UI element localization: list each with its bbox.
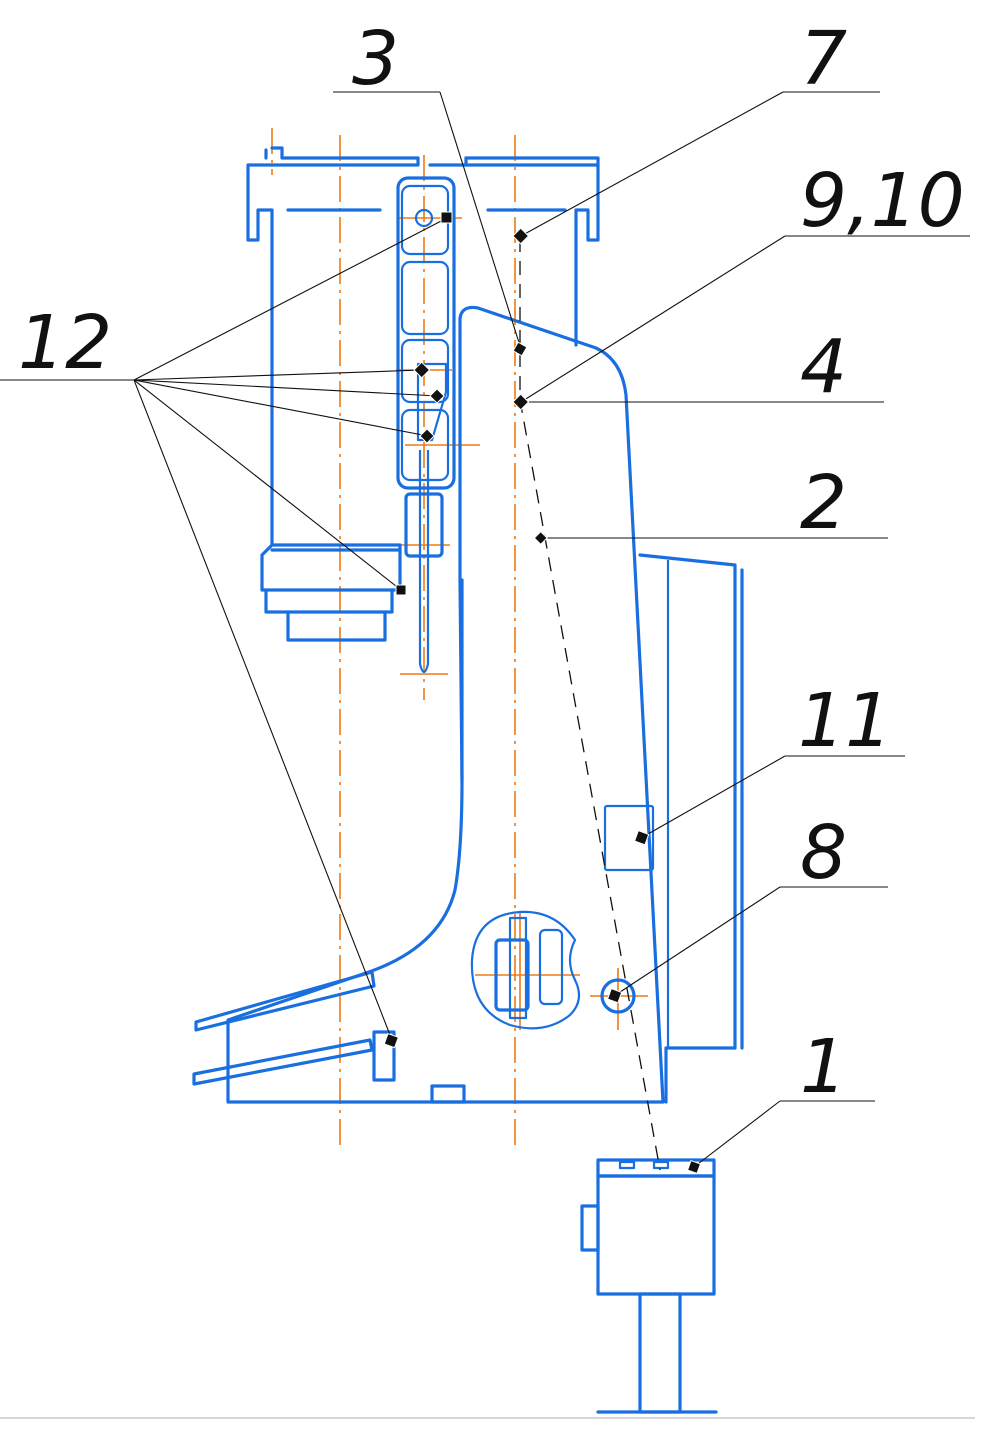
marker-11 <box>633 830 650 846</box>
marker-12e <box>395 584 407 596</box>
marker-2 <box>533 530 548 546</box>
callout-1: 1 <box>800 1024 847 1110</box>
side-panel <box>638 553 737 1104</box>
lever-column <box>396 176 456 490</box>
lower-housing <box>260 543 402 592</box>
terminal-box <box>603 804 655 872</box>
leader-lines <box>0 91 970 1168</box>
main-body <box>226 305 665 1104</box>
marker-12a <box>440 211 453 224</box>
marker-3 <box>512 341 528 357</box>
control-box <box>596 1174 716 1296</box>
gear-cutout <box>470 910 581 1030</box>
callout-4: 4 <box>800 324 847 410</box>
marker-12c <box>429 388 445 404</box>
sensor-markers <box>383 211 702 1175</box>
callout-2: 2 <box>800 460 847 546</box>
top-housing <box>246 146 420 547</box>
marker-12b <box>413 361 431 379</box>
callout-7: 7 <box>800 16 847 102</box>
marker-9-10 <box>512 393 530 411</box>
callout-12: 12 <box>18 300 112 386</box>
machine-frame <box>192 146 744 1414</box>
marker-8 <box>606 988 623 1004</box>
marker-12d <box>419 428 435 444</box>
callout-11: 11 <box>798 678 892 764</box>
cable-route <box>519 238 661 1171</box>
marker-7 <box>512 227 530 245</box>
callout-8: 8 <box>800 810 847 896</box>
callout-labels: 3 7 9,10 4 2 11 8 1 12 <box>18 16 965 1110</box>
marker-1 <box>686 1159 702 1175</box>
pedestal <box>638 1292 682 1414</box>
feed-chute <box>194 970 376 1032</box>
callout-9-10: 9,10 <box>800 158 965 244</box>
callout-3: 3 <box>352 16 399 102</box>
marker-12f <box>383 1032 399 1049</box>
lever-rod <box>418 450 430 674</box>
adjust-ring <box>600 978 636 1014</box>
